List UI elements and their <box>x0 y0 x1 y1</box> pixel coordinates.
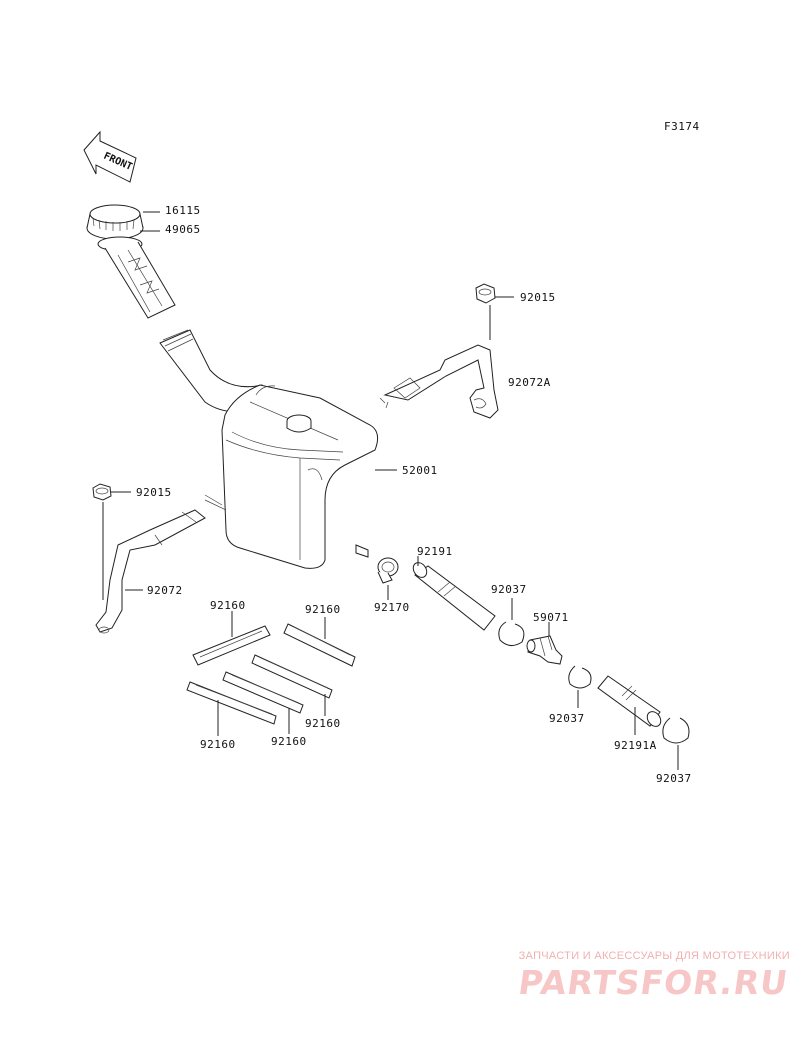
nut-right <box>475 283 496 304</box>
label-92191: 92191 <box>417 545 453 558</box>
label-52001: 52001 <box>402 464 438 477</box>
hose-upper <box>412 562 496 631</box>
hose-lower <box>597 675 662 727</box>
label-92037-2: 92037 <box>549 712 585 725</box>
filler-neck <box>97 236 176 319</box>
label-92191A: 92191A <box>614 739 657 752</box>
hose-clamp <box>377 557 399 584</box>
label-92072: 92072 <box>147 584 183 597</box>
label-92160-4: 92160 <box>271 735 307 748</box>
pad-5 <box>186 681 277 725</box>
figure-code: F3174 <box>664 120 700 133</box>
label-92160-5: 92160 <box>200 738 236 751</box>
label-92015-right: 92015 <box>520 291 556 304</box>
retaining-ring-3 <box>662 717 690 744</box>
retaining-ring-2 <box>568 665 592 689</box>
label-92015-left: 92015 <box>136 486 172 499</box>
label-16115: 16115 <box>165 204 201 217</box>
label-92160-3: 92160 <box>305 717 341 730</box>
pad-2 <box>283 623 356 667</box>
pad-3 <box>251 654 333 699</box>
label-59071: 59071 <box>533 611 569 624</box>
label-92037-1: 92037 <box>491 583 527 596</box>
front-arrow-icon: FRONT <box>83 130 137 183</box>
pad-4 <box>222 671 304 714</box>
label-49065: 49065 <box>165 223 201 236</box>
label-92037-3: 92037 <box>656 772 692 785</box>
oil-tank <box>159 329 379 569</box>
watermark-tagline: ЗАПЧАСТИ И АКСЕССУАРЫ ДЛЯ МОТОТЕХНИКИ <box>518 950 790 962</box>
check-valve <box>526 635 563 665</box>
pad-1 <box>192 625 271 666</box>
bracket-left <box>95 509 206 634</box>
label-92170: 92170 <box>374 601 410 614</box>
retaining-ring-1 <box>498 621 525 646</box>
watermark-brand: PARTSFOR.RU <box>515 963 791 1002</box>
label-92160-1: 92160 <box>210 599 246 612</box>
nut-left <box>92 483 112 501</box>
filler-cap <box>86 204 144 240</box>
label-92160-2: 92160 <box>305 603 341 616</box>
bracket-right <box>379 344 499 419</box>
label-92072A: 92072A <box>508 376 551 389</box>
